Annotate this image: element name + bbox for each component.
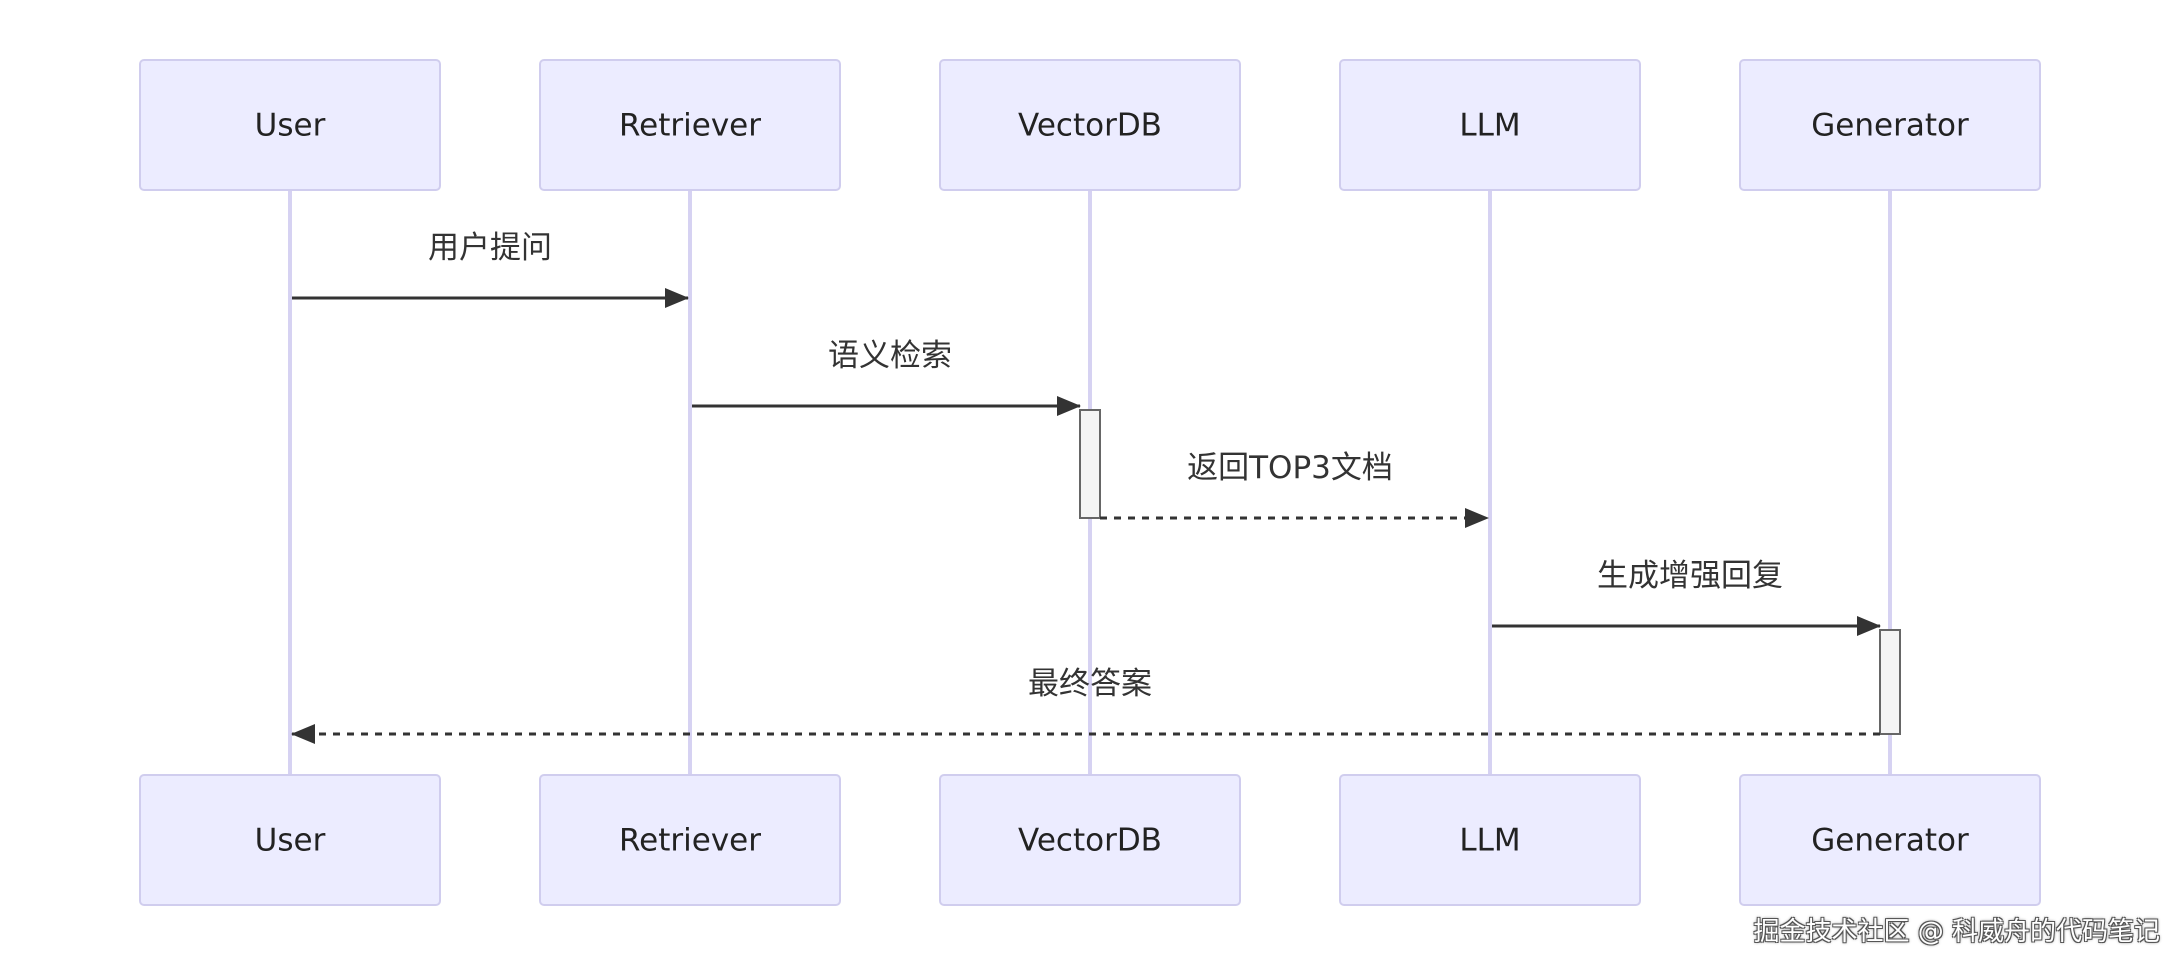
actor-label: Retriever xyxy=(619,823,761,859)
actor-generator-top: Generator xyxy=(1739,59,2041,191)
message-4: 生成增强回复 xyxy=(1492,558,1881,636)
actor-label: LLM xyxy=(1459,823,1520,859)
actor-box xyxy=(1739,774,2041,906)
actor-box xyxy=(139,59,441,191)
actor-vectordb-top: VectorDB xyxy=(939,59,1241,191)
actor-box xyxy=(539,774,841,906)
message-label: 返回TOP3文档 xyxy=(1187,450,1393,486)
actor-box xyxy=(939,774,1241,906)
actor-retriever-top: Retriever xyxy=(539,59,841,191)
actor-llm-top: LLM xyxy=(1339,59,1641,191)
actor-label: VectorDB xyxy=(1018,823,1162,859)
actor-label: User xyxy=(255,108,326,144)
message-1: 用户提问 xyxy=(292,230,689,308)
message-label: 生成增强回复 xyxy=(1597,558,1783,594)
message-5: 最终答案 xyxy=(291,666,1880,744)
actor-label: LLM xyxy=(1459,108,1520,144)
actor-vectordb-bottom: VectorDB xyxy=(939,774,1241,906)
message-label: 最终答案 xyxy=(1028,666,1152,702)
actor-box xyxy=(1339,59,1641,191)
actor-user-bottom: User xyxy=(139,774,441,906)
actor-label: Retriever xyxy=(619,108,761,144)
actor-label: User xyxy=(255,823,326,859)
actor-box xyxy=(139,774,441,906)
actor-llm-bottom: LLM xyxy=(1339,774,1641,906)
message-label: 用户提问 xyxy=(428,230,552,266)
message-2: 语义检索 xyxy=(692,338,1081,416)
actor-retriever-bottom: Retriever xyxy=(539,774,841,906)
watermark: 掘金技术社区 @ 科威舟的代码笔记 xyxy=(1753,917,2160,947)
actor-box xyxy=(939,59,1241,191)
message-3: 返回TOP3文档 xyxy=(1100,450,1489,528)
actor-generator-bottom: Generator xyxy=(1739,774,2041,906)
message-label: 语义检索 xyxy=(828,338,952,374)
actor-box xyxy=(539,59,841,191)
actor-label: Generator xyxy=(1811,108,1969,144)
actor-box xyxy=(1739,59,2041,191)
actor-user-top: User xyxy=(139,59,441,191)
actor-label: VectorDB xyxy=(1018,108,1162,144)
actor-box xyxy=(1339,774,1641,906)
actor-label: Generator xyxy=(1811,823,1969,859)
activation-generator xyxy=(1879,629,1901,735)
activation-vectordb xyxy=(1079,409,1101,519)
